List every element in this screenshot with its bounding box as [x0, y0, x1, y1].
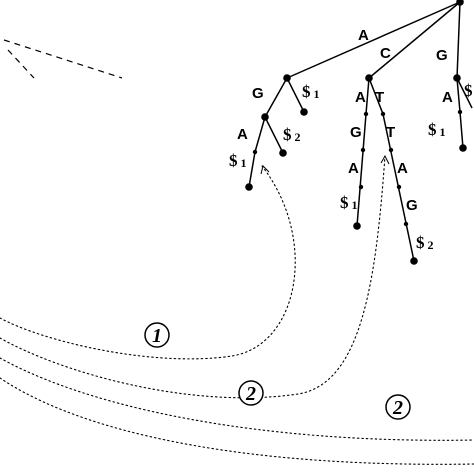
edge-label-ca-end: $1 [340, 193, 358, 212]
suffix-link-curve-3 [0, 357, 474, 441]
suffix-link-arrows [260, 154, 390, 175]
edge-label-group: A C G G $1 A $2 $1 A T G A $1 T A G $2 A… [229, 27, 473, 252]
dashed-guides [3, 39, 123, 79]
dollar-subscript: 2 [295, 130, 301, 144]
tree-node [261, 113, 269, 121]
tree-node [365, 74, 373, 82]
dollar-glyph: $ [416, 233, 425, 252]
position-dot [360, 147, 366, 153]
position-dot [457, 109, 463, 115]
tree-leaf [300, 108, 308, 116]
marker-ring [238, 380, 264, 406]
edge-label-ct-t: T [386, 124, 395, 141]
edge-ga-end [248, 151, 256, 188]
tree-nodes [245, 0, 467, 265]
dollar-subscript: 1 [440, 125, 446, 139]
edge-label-ca-a: A [348, 160, 359, 177]
dollar-subscript: 2 [428, 238, 434, 252]
tree-leaf [459, 144, 467, 152]
marker-number: 2 [245, 383, 256, 405]
edge-label-root-a: A [358, 27, 369, 44]
suffix-link-curve-1 [0, 165, 296, 360]
dollar-glyph: $ [302, 82, 311, 101]
edge-label-n1-end: $1 [302, 82, 320, 101]
position-dot [380, 111, 386, 117]
position-dot [252, 149, 258, 155]
arrowhead [260, 165, 270, 175]
edge-label-r-cut: $ [464, 81, 473, 100]
edge-label-r-end: $1 [428, 120, 446, 139]
edge-n1-end [286, 77, 305, 113]
step-marker-1: 1 [144, 322, 170, 348]
edge-g-end [264, 116, 284, 154]
tree-node [453, 74, 461, 82]
edge-root-c [368, 1, 461, 79]
edge-label-r-a: A [442, 89, 453, 106]
edge-label-root-g: G [436, 47, 448, 64]
dollar-glyph: $ [229, 151, 238, 170]
edge-root-a [286, 1, 461, 79]
edge-label-g-end: $2 [283, 125, 301, 144]
edge-label-root-c: C [380, 45, 391, 62]
suffix-link-curve-4 [0, 377, 474, 465]
suffix-links [0, 155, 474, 465]
dollar-glyph: $ [340, 193, 349, 212]
tree-leaf [410, 257, 418, 265]
edge-label-ct-a: A [397, 160, 408, 177]
position-dot [358, 184, 364, 190]
tree-node [456, 0, 464, 6]
position-dot [363, 111, 369, 117]
edge-r-end [456, 77, 473, 109]
edge-r-a [456, 77, 461, 113]
position-dots [252, 109, 463, 227]
edge-label-ct-end: $2 [416, 233, 434, 252]
tree-leaf [353, 222, 361, 230]
tree-edges [248, 1, 473, 262]
position-dot [388, 147, 394, 153]
edge-label-ca-g: G [350, 124, 362, 141]
edge-label-g-a: A [237, 126, 248, 143]
suffix-link-curve-2 [0, 155, 386, 399]
marker-ring [144, 322, 170, 348]
dollar-subscript: 1 [352, 198, 358, 212]
edge-c-a [365, 77, 370, 115]
edge-r-cont [459, 111, 464, 149]
edge-g-a [254, 116, 266, 153]
dollar-subscript: 1 [314, 87, 320, 101]
position-dot [396, 184, 402, 190]
marker-ring [385, 394, 411, 420]
edge-ca-path [356, 113, 367, 227]
arrowhead [380, 154, 390, 165]
position-dot [403, 221, 409, 227]
edge-c-t [368, 77, 384, 115]
tree-leaf [279, 149, 287, 157]
edge-label-c-t: T [375, 89, 384, 106]
step-marker-2a: 2 [238, 380, 264, 406]
step-marker-2b: 2 [385, 394, 411, 420]
edge-label-ga-end: $1 [229, 151, 247, 170]
edge-label-ct-g: G [406, 197, 418, 214]
edge-label-n1-g: G [252, 85, 264, 102]
edge-n1-g [264, 77, 288, 118]
tree-node [283, 74, 291, 82]
marker-number: 1 [152, 325, 162, 347]
dollar-glyph: $ [428, 120, 437, 139]
dollar-subscript: 1 [241, 156, 247, 170]
marker-number: 2 [392, 397, 403, 419]
dashed-guide-line [3, 39, 123, 79]
edge-root-g [456, 1, 461, 79]
edge-label-c-a: A [355, 89, 366, 106]
dashed-guide-line [7, 49, 35, 79]
dollar-glyph: $ [283, 125, 292, 144]
tree-leaf [245, 183, 253, 191]
